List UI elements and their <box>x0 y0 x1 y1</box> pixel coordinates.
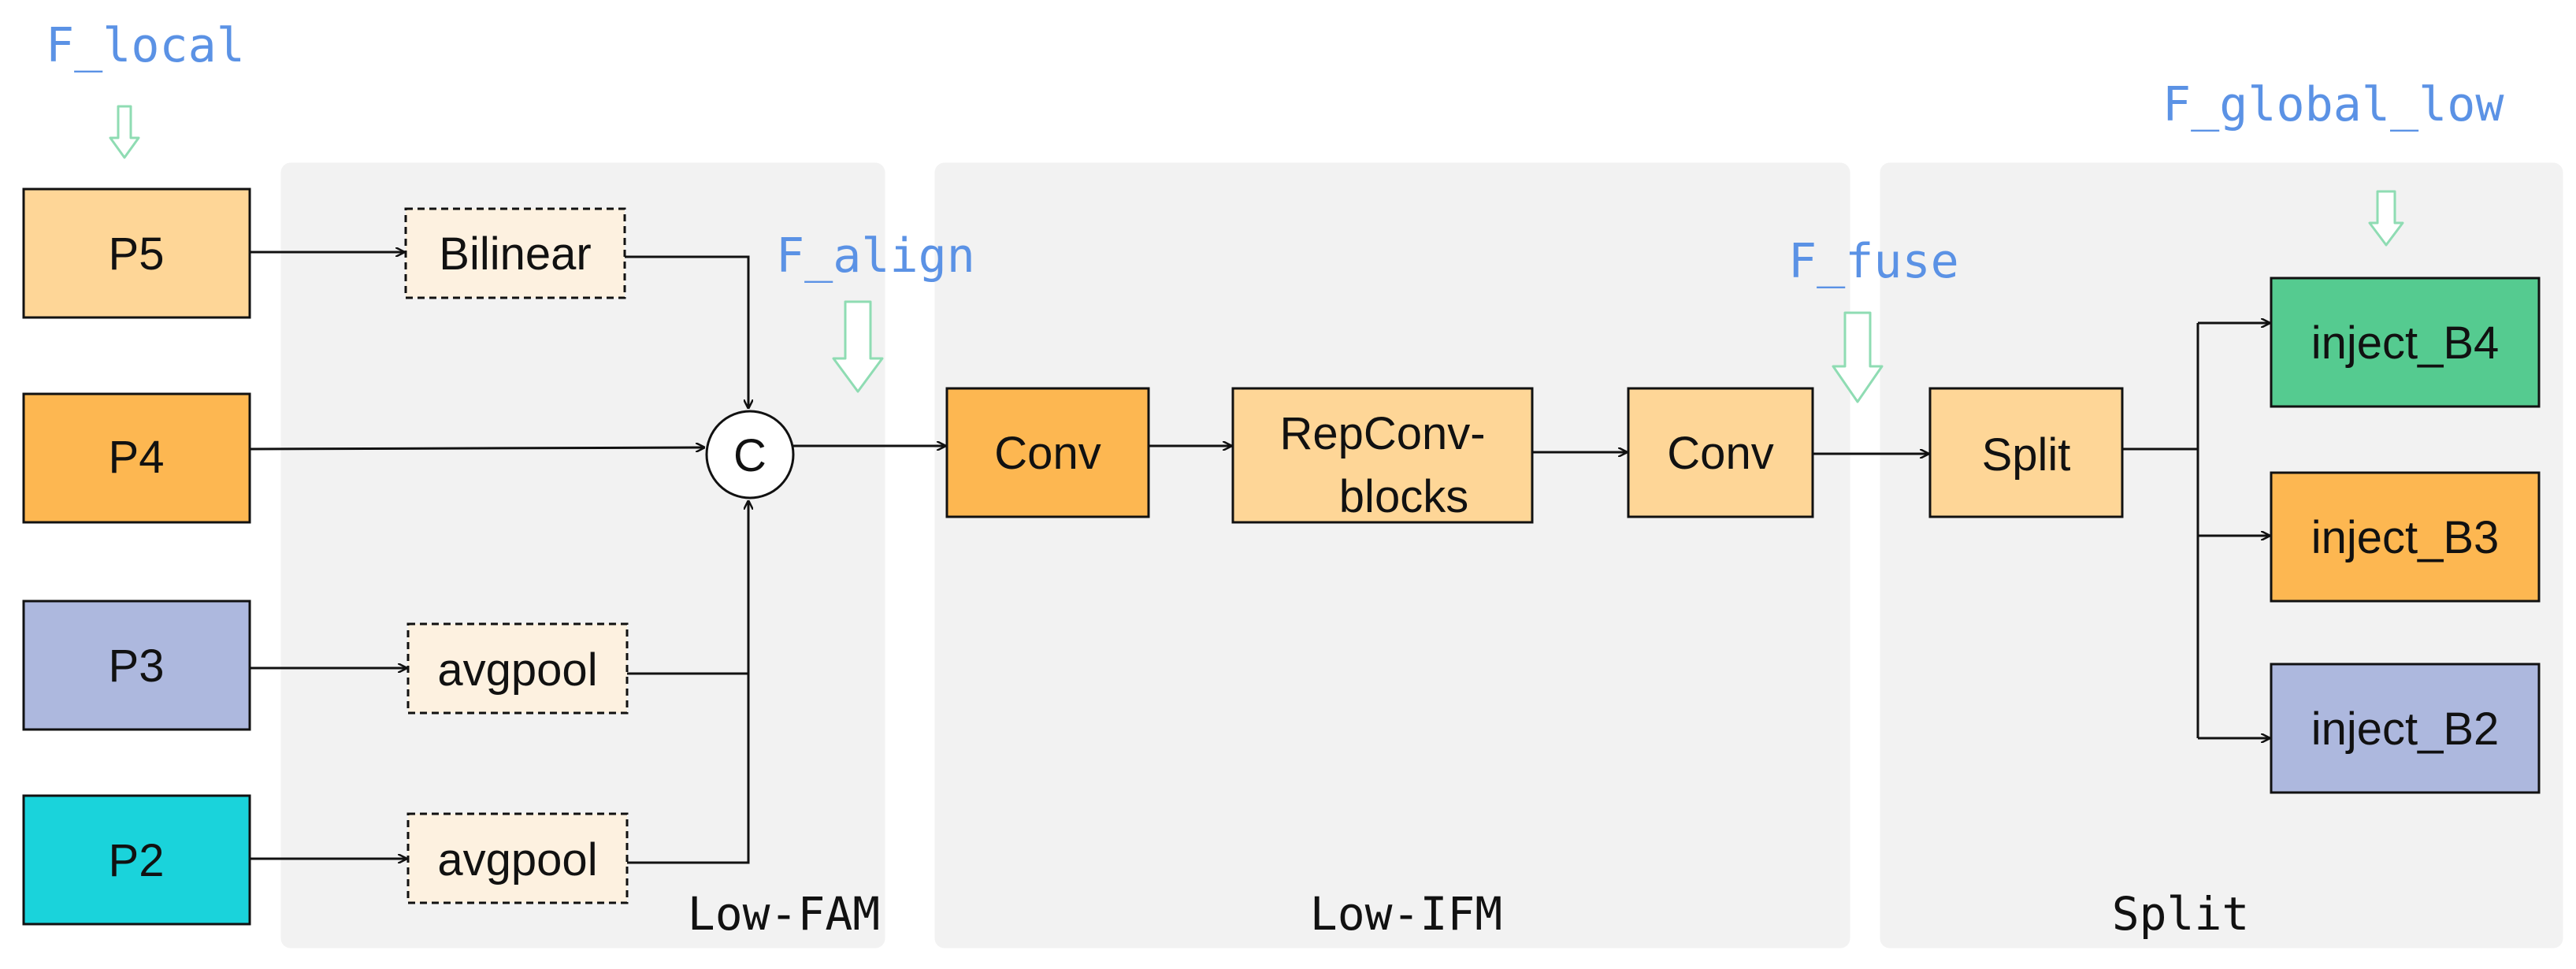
annotation-f-global-low: F_global_low <box>2162 77 2504 132</box>
output-box-b4 <box>2270 277 2541 408</box>
input-label-p3: P3 <box>109 640 165 692</box>
region-label-low-fam: Low-FAM <box>688 887 880 941</box>
input-label-p4: P4 <box>109 432 165 483</box>
split-box <box>1928 387 2124 518</box>
bilinear-box <box>404 207 626 299</box>
bilinear-label: Bilinear <box>439 228 591 280</box>
avgpool-box-1 <box>406 622 629 715</box>
region-label-low-ifm: Low-IFM <box>1310 887 1502 941</box>
region-low-fam <box>278 160 888 951</box>
input-box-p4 <box>22 392 251 524</box>
output-label-b2: inject_B2 <box>2311 704 2500 755</box>
annotation-f-local: F_local <box>46 18 245 73</box>
split-label: Split <box>1982 429 2071 481</box>
conv-label-1: Conv <box>994 428 1101 479</box>
arrow-avgpool1-concat <box>627 501 748 675</box>
hollow-down-arrow-icon <box>1832 311 1884 403</box>
arrow-p4-concat <box>249 447 704 449</box>
region-low-ifm <box>932 160 1853 951</box>
repconv-box <box>1231 387 1534 524</box>
output-label-b4: inject_B4 <box>2311 317 2500 369</box>
input-box-p2 <box>22 794 251 926</box>
avgpool-label-1: avgpool <box>437 644 597 696</box>
repconv-label-line1: RepConv- <box>1279 408 1485 459</box>
conv-box-2 <box>1627 387 1814 518</box>
arrow-bilinear-concat <box>625 255 748 408</box>
annotation-f-fuse: F_fuse <box>1788 234 1959 289</box>
hollow-down-arrow-icon <box>109 105 140 159</box>
hollow-down-arrow-icon <box>2368 190 2404 247</box>
line-avgpool2-merge <box>627 674 750 864</box>
conv-box-1 <box>945 387 1150 518</box>
conv-label-2: Conv <box>1667 428 1773 479</box>
avgpool-label-2: avgpool <box>437 834 597 885</box>
output-box-b3 <box>2270 471 2541 603</box>
concat-circle <box>705 410 795 499</box>
input-box-p3 <box>22 600 251 731</box>
avgpool-box-2 <box>406 812 629 904</box>
concat-label: C <box>733 430 766 481</box>
region-label-split: Split <box>2112 887 2250 941</box>
output-label-b3: inject_B3 <box>2311 512 2500 563</box>
input-label-p2: P2 <box>109 835 165 886</box>
input-box-p5 <box>22 187 251 319</box>
output-box-b2 <box>2270 663 2541 794</box>
input-label-p5: P5 <box>109 228 165 280</box>
annotation-f-align: F_align <box>776 228 975 284</box>
repconv-label-line2: blocks <box>1339 471 1468 522</box>
hollow-down-arrow-icon <box>832 300 884 393</box>
